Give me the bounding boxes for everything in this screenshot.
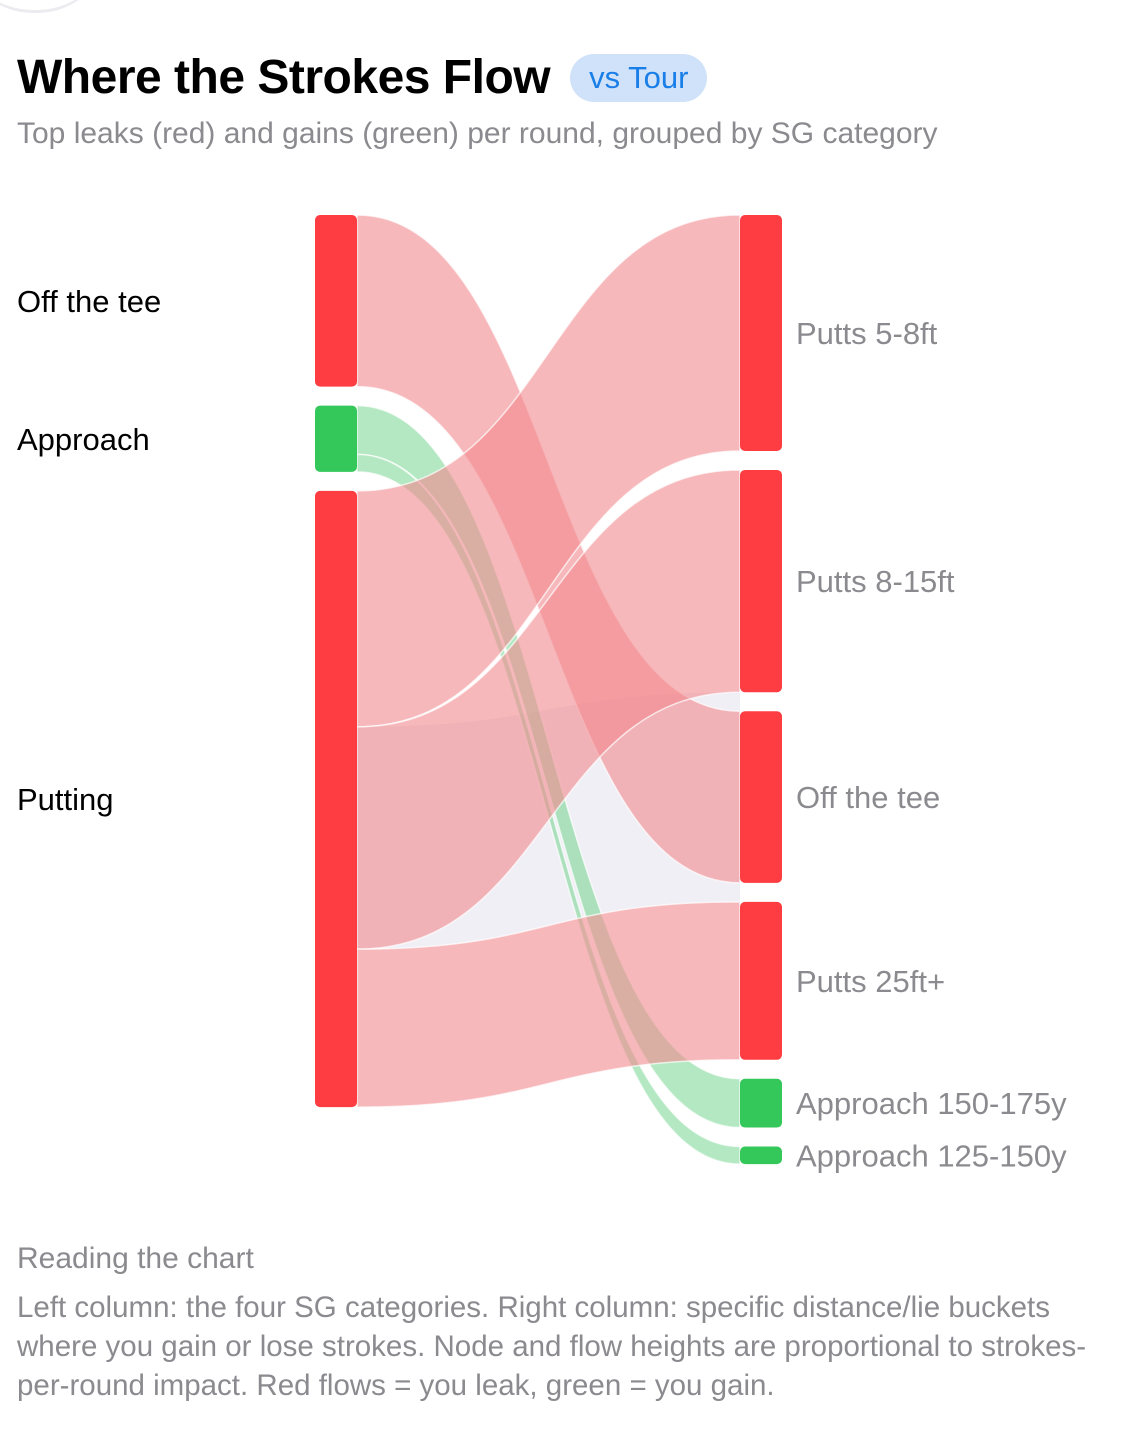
source-node-approach[interactable]	[315, 405, 357, 472]
target-label-putts-8-15ft: Putts 8-15ft	[796, 564, 955, 599]
flows	[356, 214, 741, 1165]
flow-putting-to-putts-25ft[interactable]	[356, 901, 741, 1108]
target-label-putts-5-8ft: Putts 5-8ft	[796, 316, 938, 351]
target-label-approach-125-150y: Approach 125-150y	[796, 1138, 1067, 1173]
comparison-badge[interactable]: vs Tour	[570, 53, 708, 102]
source-label-off-the-tee: Off the tee	[17, 284, 161, 319]
target-node-putts-5-8ft[interactable]	[740, 215, 782, 451]
flow-putting-to-putts-8-15ft[interactable]	[356, 469, 741, 950]
subtitle: Top leaks (red) and gains (green) per ro…	[17, 117, 938, 150]
target-node-putts-25ft[interactable]	[740, 901, 782, 1060]
header: Where the Strokes Flow vs Tour	[17, 50, 708, 105]
target-label-off-the-tee: Off the tee	[796, 780, 940, 815]
notes-title: Reading the chart	[17, 1242, 254, 1275]
flow-putting-to-putts-5-8ft[interactable]	[356, 214, 741, 728]
source-node-off-the-tee[interactable]	[315, 215, 357, 387]
target-node-putts-8-15ft[interactable]	[740, 469, 782, 693]
source-label-approach: Approach	[17, 422, 150, 457]
target-label-approach-150-175y: Approach 150-175y	[796, 1086, 1067, 1121]
notes-body: Left column: the four SG categories. Rig…	[17, 1291, 1087, 1402]
target-node-off-the-tee[interactable]	[740, 711, 782, 883]
source-node-putting[interactable]	[315, 490, 357, 1108]
decorative-arc	[0, 0, 110, 13]
target-node-approach-150-175y[interactable]	[740, 1078, 782, 1128]
target-label-putts-25ft: Putts 25ft+	[796, 964, 945, 999]
source-label-putting: Putting	[17, 782, 114, 817]
page-title: Where the Strokes Flow	[17, 51, 551, 104]
target-node-approach-125-150y[interactable]	[740, 1146, 782, 1165]
